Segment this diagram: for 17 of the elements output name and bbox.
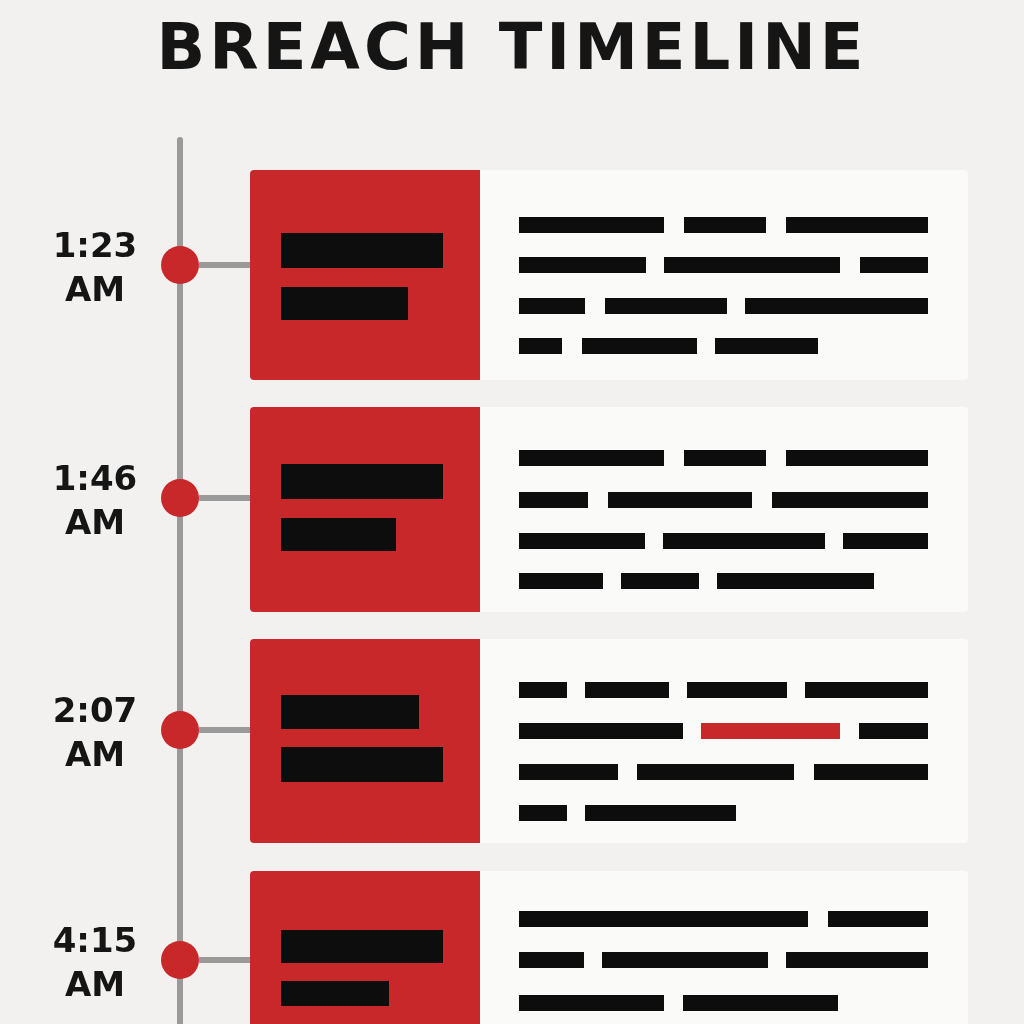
time-label: 4:15 AM	[51, 919, 139, 1006]
timeline-dot	[161, 711, 199, 749]
timeline-dot	[161, 941, 199, 979]
time-label: 2:07 AM	[51, 689, 139, 776]
connector-line	[199, 727, 250, 733]
time-label: 1:46 AM	[51, 457, 139, 544]
timeline-dot	[161, 479, 199, 517]
title: BREACH TIMELINE	[155, 10, 869, 84]
timeline-dot	[161, 246, 199, 284]
time-label: 1:23 AM	[51, 224, 139, 311]
connector-line	[199, 495, 250, 501]
redacted-event-card	[250, 407, 968, 612]
connector-line	[199, 957, 250, 963]
redacted-event-card	[250, 170, 968, 380]
redacted-event-card	[250, 871, 968, 1024]
redacted-event-card	[250, 639, 968, 843]
connector-line	[199, 262, 250, 268]
